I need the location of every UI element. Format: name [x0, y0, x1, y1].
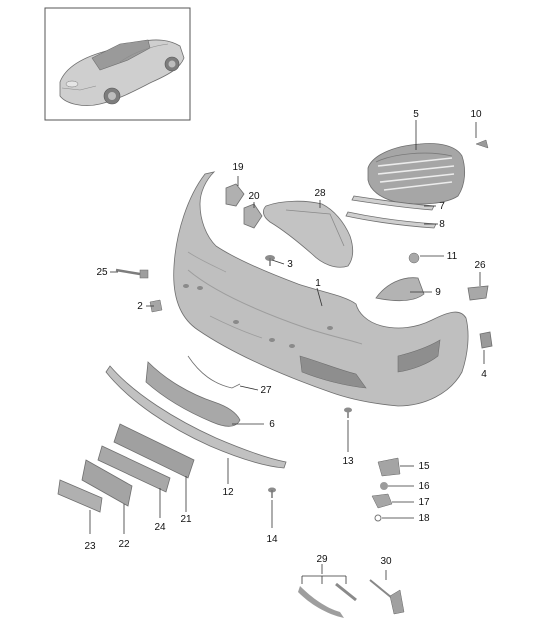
- callout-16: 16: [418, 481, 430, 492]
- car-thumbnail-icon: [59, 39, 185, 106]
- callout-17: 17: [418, 497, 430, 508]
- adhesive-kit: [298, 582, 357, 618]
- callout-25: 25: [96, 267, 108, 278]
- callout-9: 9: [435, 287, 441, 298]
- callout-2: 2: [137, 301, 143, 312]
- callout-30: 30: [380, 556, 392, 567]
- callout-19: 19: [232, 162, 244, 173]
- callout-14: 14: [266, 534, 278, 545]
- callout-13: 13: [342, 456, 354, 467]
- callout-12: 12: [222, 487, 234, 498]
- vehicle-inset: [44, 7, 191, 121]
- lower-spoiler: [105, 365, 287, 469]
- leader-lines: [89, 120, 485, 584]
- license-plate-holders: [57, 423, 195, 513]
- center-reinforcement: [145, 361, 241, 427]
- callout-10: 10: [470, 109, 482, 120]
- callout-11: 11: [447, 251, 458, 262]
- callout-3: 3: [287, 259, 293, 270]
- bumper-cover: [173, 171, 469, 407]
- callout-26: 26: [474, 260, 486, 271]
- callout-23: 23: [84, 541, 96, 552]
- callout-18: 18: [418, 513, 430, 524]
- callout-labels: 1 2 3 4 5 6 7 8 9 10 11 12 13 14 15 16 1…: [84, 109, 487, 567]
- side-brackets: [225, 183, 493, 349]
- callout-4: 4: [481, 369, 487, 380]
- callout-5: 5: [413, 109, 419, 120]
- callout-15: 15: [418, 461, 430, 472]
- callout-27: 27: [260, 385, 272, 396]
- callout-21: 21: [180, 514, 192, 525]
- clip-bracket: [187, 355, 241, 389]
- grille-insert-right: [375, 277, 425, 302]
- trim-strips: [345, 195, 437, 229]
- callout-8: 8: [439, 219, 445, 230]
- dispenser-gun-icon: [369, 579, 405, 615]
- callout-20: 20: [248, 191, 260, 202]
- callout-22: 22: [118, 539, 130, 550]
- callout-1: 1: [315, 278, 321, 289]
- fasteners: [115, 139, 489, 522]
- callout-28: 28: [314, 188, 326, 199]
- air-intake-grille: [367, 143, 466, 205]
- callout-6: 6: [269, 419, 275, 430]
- callout-24: 24: [154, 522, 166, 533]
- air-duct: [262, 200, 354, 268]
- callout-7: 7: [439, 201, 445, 212]
- callout-29: 29: [316, 554, 328, 565]
